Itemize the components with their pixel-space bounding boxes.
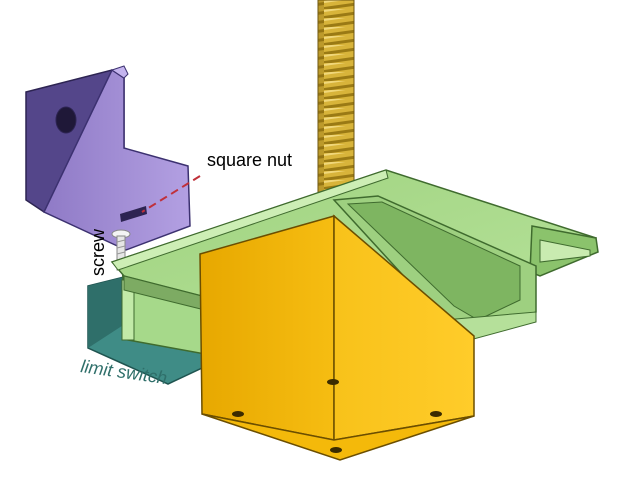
square-nut-label: square nut xyxy=(207,150,292,170)
motor-hole xyxy=(430,411,442,417)
square-nut-slot xyxy=(120,206,147,222)
motor-hole xyxy=(330,447,342,453)
motor-hole xyxy=(232,411,244,417)
screw-label: screw xyxy=(88,228,108,276)
square-nut-leader-line xyxy=(141,175,201,213)
stepper-motor xyxy=(199,214,475,461)
purple-bracket xyxy=(25,65,191,251)
screw xyxy=(111,229,131,271)
mounting-hole xyxy=(55,106,77,134)
motor-hole xyxy=(327,379,339,385)
lead-screw xyxy=(317,0,355,196)
